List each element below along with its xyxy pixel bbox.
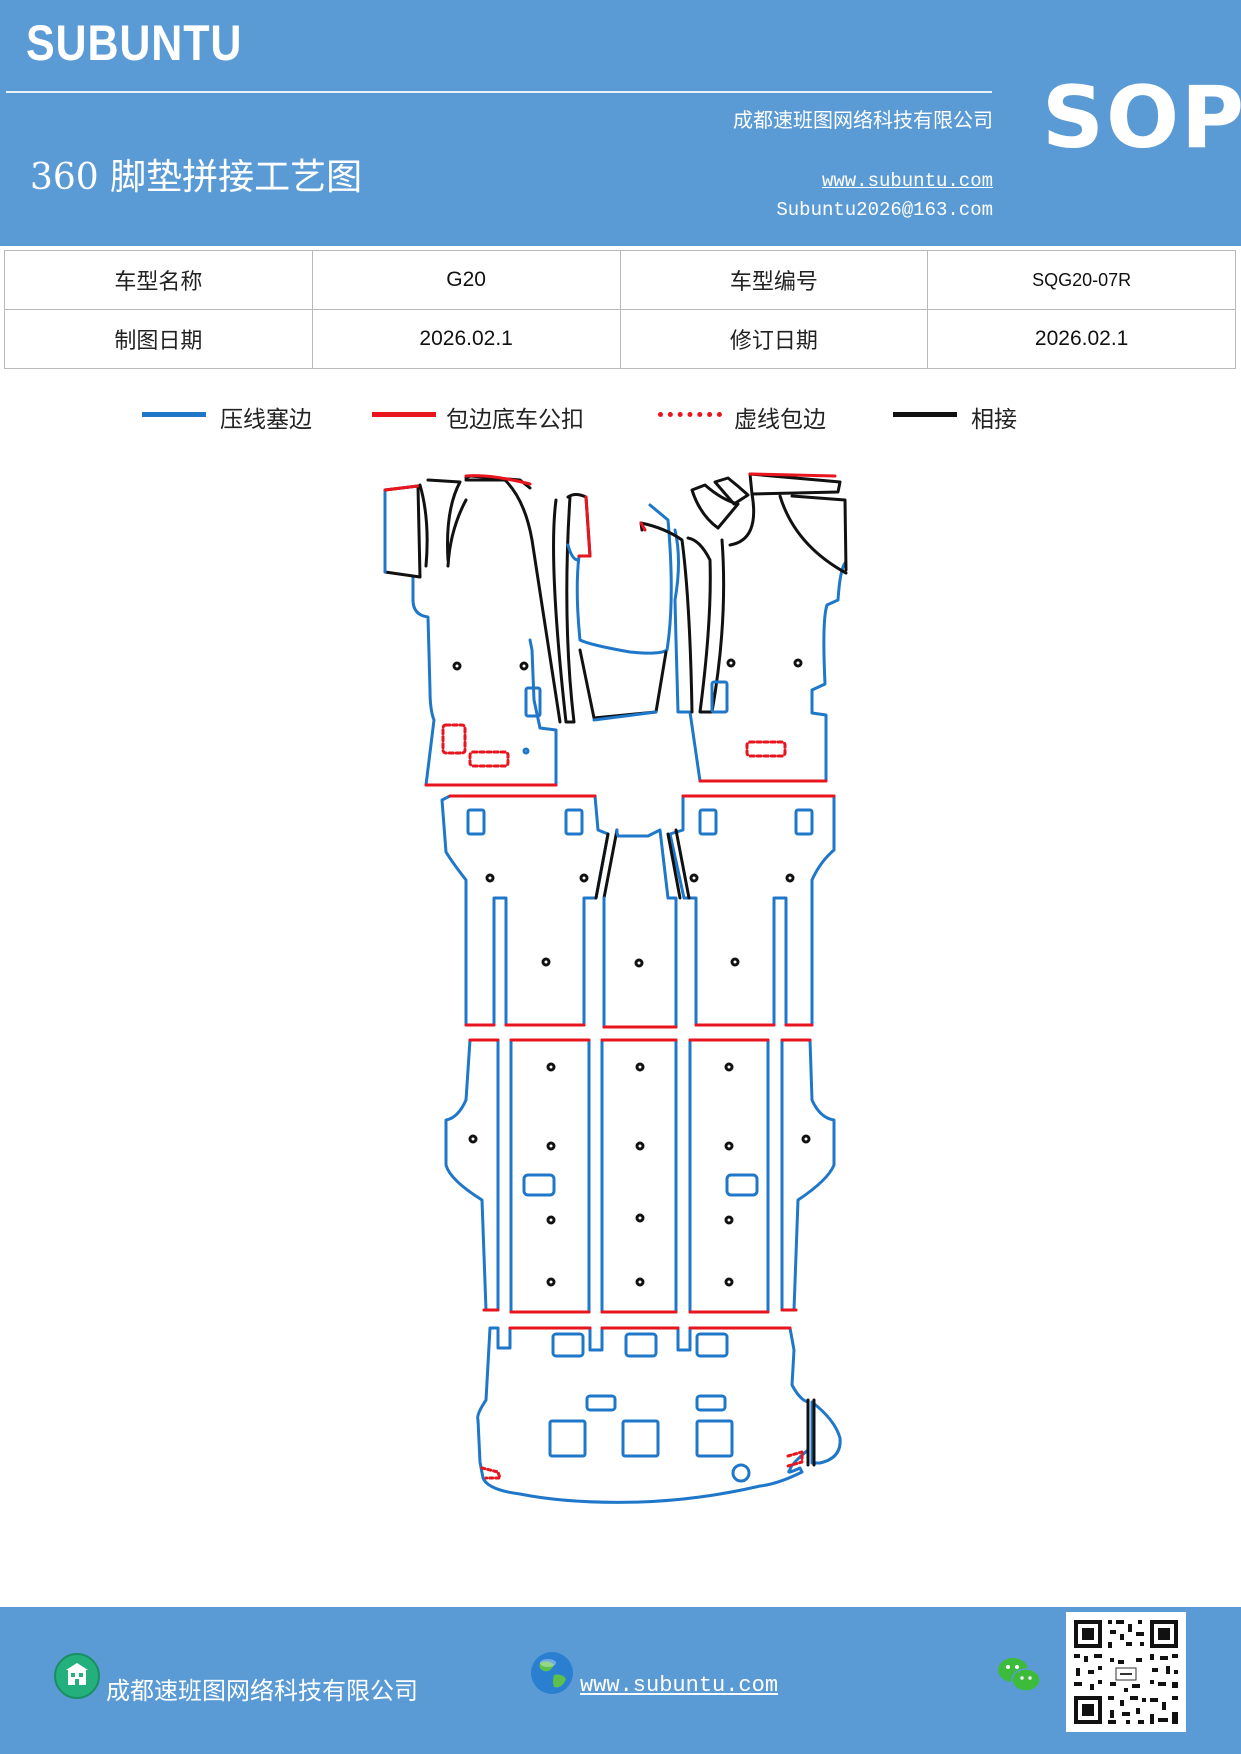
model-name-value: G20 (311, 250, 621, 310)
legend-label: 压线塞边 (220, 407, 312, 433)
revise-date-value: 2026.02.1 (927, 309, 1236, 369)
globe-icon (531, 1652, 573, 1694)
legend-label: 相接 (971, 407, 1017, 433)
header-divider (6, 91, 992, 93)
header-company: 成都速班图网络科技有限公司 (733, 108, 993, 132)
legend-label: 虚线包边 (734, 407, 826, 433)
qr-code (1066, 1612, 1186, 1732)
legend-label: 包边底车公扣 (446, 407, 584, 433)
legend-swatch-black (893, 412, 957, 417)
model-code-value: SQG20-07R (927, 250, 1236, 310)
table-row: 车型名称 G20 车型编号 SQG20-07R (4, 250, 1236, 310)
footer-company: 成都速班图网络科技有限公司 (106, 1677, 418, 1705)
front-left-mat (383, 474, 580, 787)
header-website-link[interactable]: www.subuntu.com (821, 170, 993, 192)
header-email[interactable]: Subuntu2026@163.com (776, 199, 993, 221)
trunk-mat (476, 1326, 842, 1504)
footer-band: 成都速班图网络科技有限公司 www.subuntu.com (0, 1607, 1241, 1754)
front-right-mat (639, 472, 848, 783)
legend-swatch-red-dotted (658, 412, 722, 417)
rear-row-mats (444, 1038, 836, 1314)
header-band: SUBUNTU 成都速班图网络科技有限公司 360 脚垫拼接工艺图 www.su… (0, 0, 1241, 246)
building-icon (54, 1653, 100, 1699)
sop-badge: SOP (1042, 68, 1241, 168)
legend: 压线塞边 包边底车公扣 虚线包边 相接 (0, 400, 1241, 440)
model-name-label: 车型名称 (4, 250, 313, 310)
revise-date-label: 修订日期 (619, 309, 929, 369)
footer-website-link[interactable]: www.subuntu.com (580, 1673, 779, 1698)
draw-date-label: 制图日期 (4, 309, 313, 369)
legend-swatch-red (372, 412, 436, 417)
center-tunnel-mat (566, 493, 673, 722)
wechat-icon[interactable] (996, 1655, 1042, 1695)
model-code-label: 车型编号 (619, 250, 929, 310)
brand-logo: SUBUNTU (26, 15, 243, 71)
legend-swatch-blue (142, 412, 206, 417)
table-row: 制图日期 2026.02.1 修订日期 2026.02.1 (4, 309, 1236, 369)
draw-date-value: 2026.02.1 (311, 309, 621, 369)
page-title: 360 脚垫拼接工艺图 (30, 157, 363, 198)
floor-mat-diagram (383, 472, 848, 1504)
middle-row-mats (440, 794, 836, 1029)
info-table: 车型名称 G20 车型编号 SQG20-07R 制图日期 2026.02.1 修… (4, 250, 1236, 369)
